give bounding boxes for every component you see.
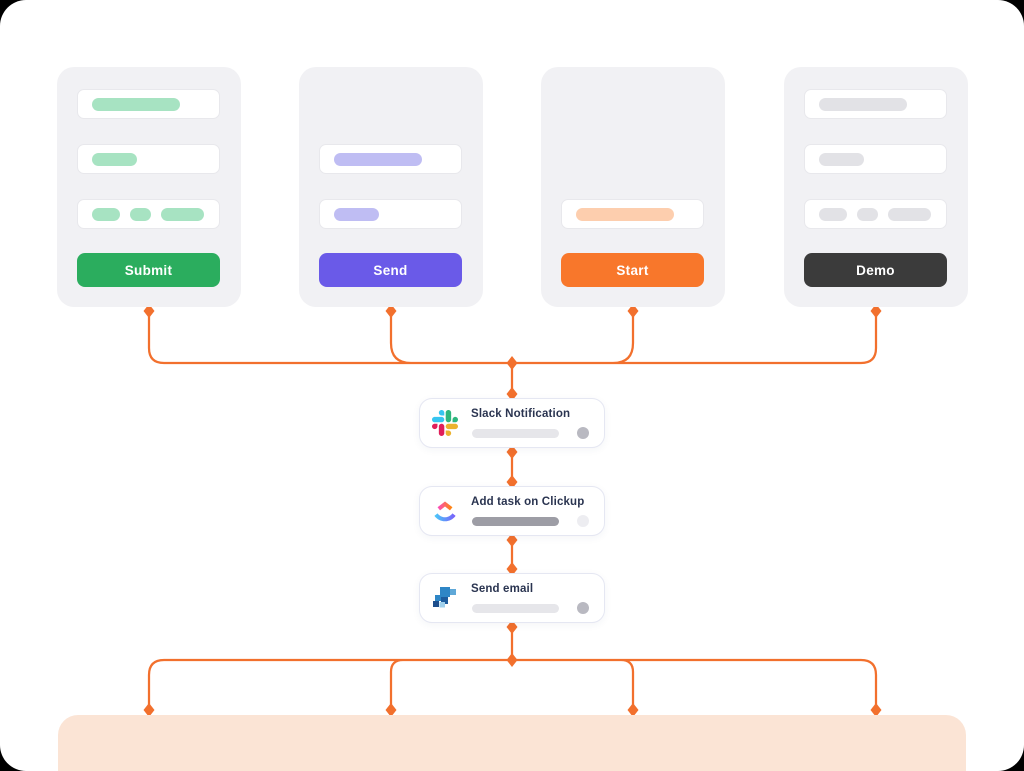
input-field[interactable] bbox=[77, 144, 220, 174]
step-title: Add task on Clickup bbox=[471, 496, 585, 508]
skeleton-pill bbox=[161, 207, 204, 221]
skeleton-pill bbox=[857, 207, 878, 221]
input-field[interactable] bbox=[319, 199, 462, 229]
skeleton-bar bbox=[472, 604, 559, 613]
skeleton-pill bbox=[819, 207, 847, 221]
input-field[interactable] bbox=[804, 144, 947, 174]
step-card-add-task-clickup[interactable]: Add task on Clickup bbox=[419, 486, 605, 536]
step-title: Slack Notification bbox=[471, 408, 571, 420]
skeleton-bar bbox=[472, 429, 559, 438]
skeleton-bar bbox=[92, 97, 180, 111]
skeleton-bar bbox=[819, 97, 907, 111]
skeleton-bar bbox=[92, 152, 137, 166]
input-field[interactable] bbox=[804, 89, 947, 119]
input-field[interactable] bbox=[77, 199, 220, 229]
input-field[interactable] bbox=[804, 199, 947, 229]
skeleton-bar bbox=[472, 517, 559, 526]
slack-icon bbox=[432, 410, 458, 436]
input-field[interactable] bbox=[561, 199, 704, 229]
start-button[interactable]: Start bbox=[561, 253, 704, 287]
skeleton-bar bbox=[576, 207, 674, 221]
skeleton-bar bbox=[819, 152, 864, 166]
send-button[interactable]: Send bbox=[319, 253, 462, 287]
step-card-send-email[interactable]: Send email bbox=[419, 573, 605, 623]
status-dot bbox=[577, 515, 589, 527]
form-card-demo: Demo bbox=[784, 67, 968, 307]
form-card-send: Send bbox=[299, 67, 483, 307]
bottom-panel bbox=[58, 715, 966, 771]
clickup-icon bbox=[432, 498, 458, 524]
status-dot bbox=[577, 602, 589, 614]
skeleton-bar bbox=[334, 152, 422, 166]
form-card-submit: Submit bbox=[57, 67, 241, 307]
input-field[interactable] bbox=[77, 89, 220, 119]
status-dot bbox=[577, 427, 589, 439]
skeleton-bar bbox=[334, 207, 379, 221]
skeleton-pill bbox=[888, 207, 931, 221]
input-field[interactable] bbox=[319, 144, 462, 174]
step-title: Send email bbox=[471, 583, 534, 595]
step-card-slack-notification[interactable]: Slack Notification bbox=[419, 398, 605, 448]
skeleton-pill bbox=[130, 207, 151, 221]
submit-button[interactable]: Submit bbox=[77, 253, 220, 287]
demo-button[interactable]: Demo bbox=[804, 253, 947, 287]
form-card-start: Start bbox=[541, 67, 725, 307]
email-icon bbox=[432, 585, 458, 611]
skeleton-pill bbox=[92, 207, 120, 221]
